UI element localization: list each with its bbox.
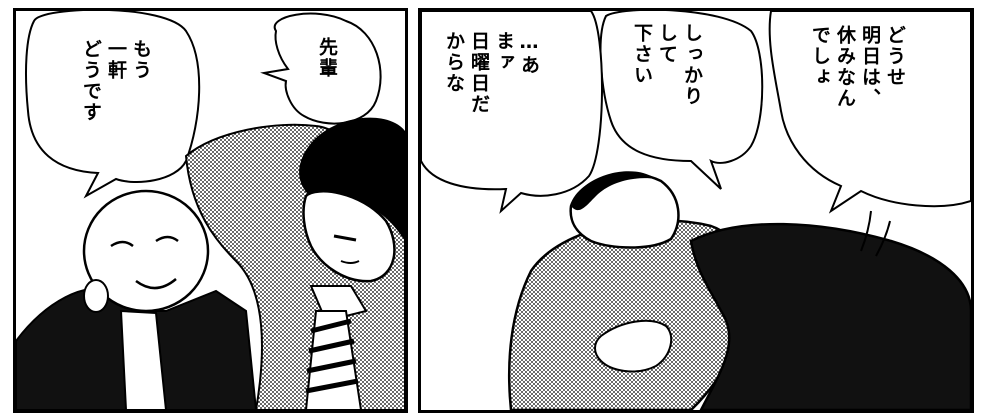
dialogue-line: どうせ [884, 25, 906, 88]
dialogue-line: 下さい [631, 23, 653, 86]
speech-bubble-shikkari [599, 11, 764, 190]
dialogue-line: もう [130, 39, 152, 81]
dark-haired-man-face [302, 190, 396, 283]
dialogue-line: でしょ [809, 25, 831, 88]
speech-bubble-maa [421, 11, 603, 214]
dialogue-line: 日曜日だ [468, 31, 490, 115]
dialogue-line: どうです [80, 39, 102, 123]
dialogue-line: 明日は、 [859, 25, 881, 109]
speech-bubble-senpai [260, 12, 382, 125]
dialogue-another-round: もう 一軒 どうです [78, 39, 153, 123]
panel-right-art [421, 11, 971, 410]
hand [594, 319, 673, 373]
panel-left-art [16, 11, 405, 410]
dialogue-line: して [656, 23, 678, 65]
panel-right: どうせ 明日は、 休みなん でしょ しっかり して 下さい …あ まァ 日曜日だ… [418, 8, 974, 413]
dialogue-line: …あ [518, 31, 540, 76]
speech-bubble-another [25, 11, 201, 199]
dialogue-line: からな [443, 31, 465, 94]
dialogue-dousei: どうせ 明日は、 休みなん でしょ [807, 25, 907, 109]
bald-man-head [82, 189, 210, 313]
dark-suit-man [689, 222, 971, 410]
dialogue-shikkari: しっかり して 下さい [629, 23, 704, 107]
dialogue-line: 一軒 [105, 39, 127, 81]
dialogue-line: しっかり [681, 23, 703, 107]
dialogue-line: 先輩 [316, 37, 338, 79]
speech-bubble-dousei [768, 11, 971, 214]
dark-hair [299, 117, 405, 241]
dialogue-senpai: 先輩 [314, 37, 339, 79]
panel-left: 先輩 もう 一軒 どうです [13, 8, 408, 413]
shirt-left [119, 309, 168, 410]
dialogue-line: 休みなん [834, 25, 856, 109]
dialogue-maa: …あ まァ 日曜日だ からな [441, 31, 541, 115]
dialogue-line: まァ [493, 31, 515, 73]
